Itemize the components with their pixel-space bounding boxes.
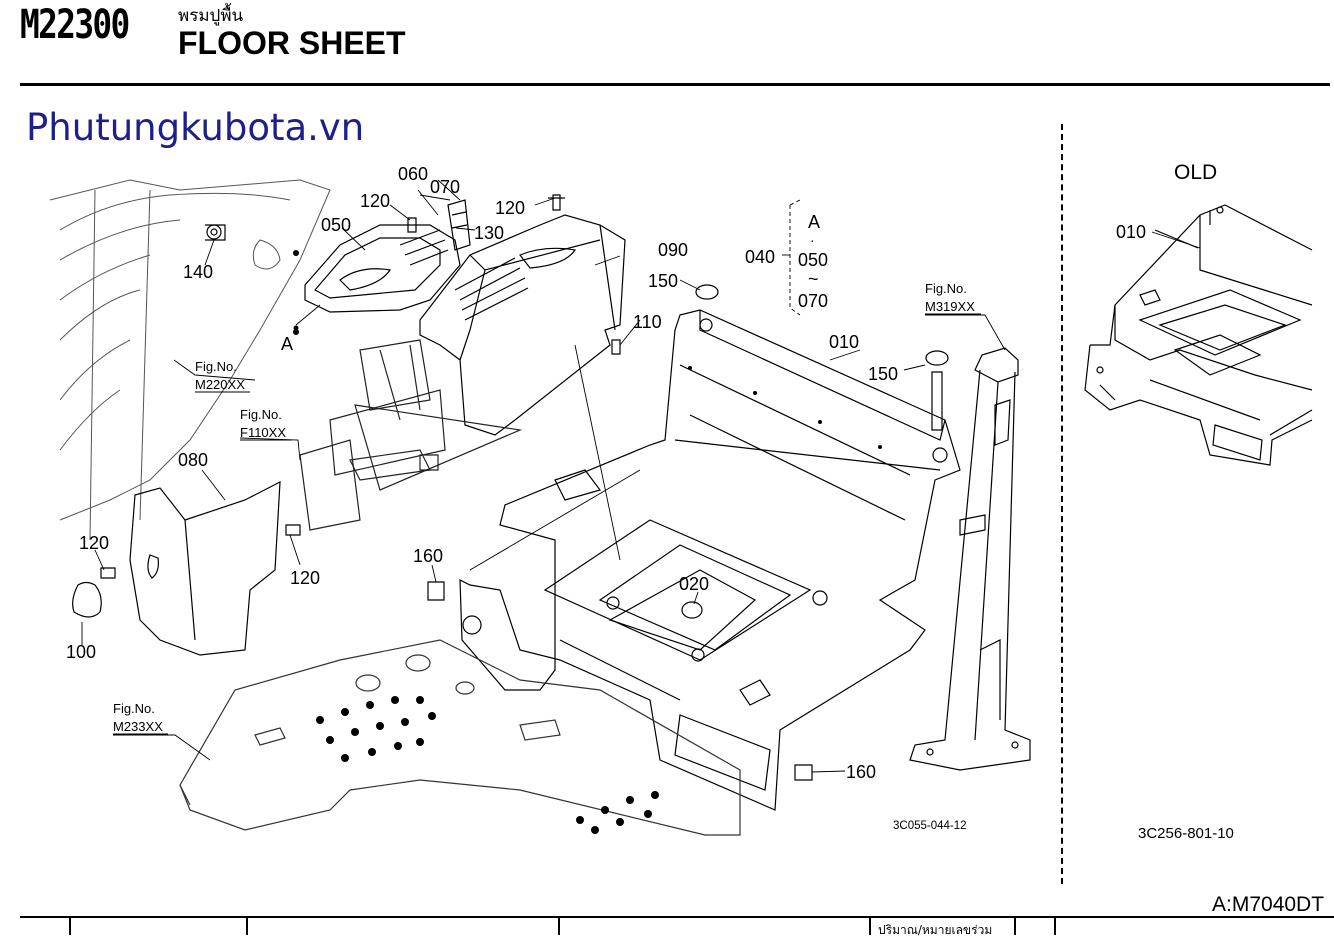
fig-ref-label-2: Fig.No. [240, 407, 282, 422]
drawing-number: 3C055-044-12 [893, 820, 967, 832]
label-020[interactable]: 020 [679, 574, 709, 594]
old-panel-drawing [1084, 204, 1313, 466]
old-panel-title: OLD [1174, 161, 1217, 184]
label-150-left[interactable]: 150 [648, 271, 678, 291]
figure-references: Fig.No. M220XX Fig.No. F110XX Fig.No. M2… [113, 281, 975, 734]
kit-item-070: 070 [798, 291, 828, 311]
console-cover [419, 214, 626, 436]
table-column-divider [69, 918, 71, 935]
kit-item-tilde: ~ [808, 269, 819, 289]
label-070[interactable]: 070 [430, 177, 460, 197]
label-120-left[interactable]: 120 [79, 533, 109, 553]
old-drawing-number: 3C256-801-10 [1138, 825, 1234, 842]
label-060[interactable]: 060 [398, 164, 428, 184]
table-column-divider [1054, 918, 1056, 935]
catalog-code: M22300 [20, 2, 130, 48]
label-010[interactable]: 010 [829, 332, 859, 352]
label-090[interactable]: 090 [658, 240, 688, 260]
table-column-divider [558, 918, 560, 935]
fig-ref-f110xx[interactable]: F110XX [240, 425, 286, 440]
part-labels: 010 020 050 060 070 080 090 100 110 120 … [66, 164, 898, 782]
kit-item-a: A [808, 212, 820, 232]
floor-plate-holes [293, 250, 882, 834]
table-column-divider [1014, 918, 1016, 935]
model-reference: A:M7040DT [1212, 893, 1325, 916]
linkage-brackets [299, 339, 523, 531]
marker-a-dot [293, 325, 299, 331]
label-160-left[interactable]: 160 [413, 546, 443, 566]
fig-ref-m319xx[interactable]: M319XX [925, 299, 975, 314]
bolts [100, 194, 813, 781]
rops-post [909, 347, 1031, 771]
kit-item-050: 050 [798, 250, 828, 270]
table-column-divider [246, 918, 248, 935]
side-cover [129, 480, 281, 656]
fig-ref-label-4: Fig.No. [925, 281, 967, 296]
fig-ref-label-3: Fig.No. [113, 701, 155, 716]
table-header-quantity: ปริมาณ/หมายเลขร่วม [878, 923, 993, 937]
fig-ref-underlines [113, 313, 981, 735]
marker-a: A [281, 334, 293, 354]
label-110[interactable]: 110 [633, 312, 662, 332]
label-140[interactable]: 140 [183, 262, 213, 282]
seat-frame [459, 309, 961, 811]
fender-outline [49, 179, 331, 541]
header-rule [20, 83, 1330, 86]
page-title-thai: พรมปูพื้น [178, 6, 244, 26]
page-title: FLOOR SHEET [178, 25, 406, 61]
label-120-cover[interactable]: 120 [290, 568, 320, 588]
fig-ref-m220xx[interactable]: M220XX [195, 377, 245, 392]
leader-lines [81, 179, 1006, 773]
fig-ref-label-1: Fig.No. [195, 359, 237, 374]
label-120-top[interactable]: 120 [360, 191, 390, 211]
label-080[interactable]: 080 [178, 450, 208, 470]
old-label-010[interactable]: 010 [1116, 222, 1146, 242]
label-100[interactable]: 100 [66, 642, 96, 662]
label-130[interactable]: 130 [474, 223, 504, 243]
label-150-right[interactable]: 150 [868, 364, 898, 384]
site-watermark: Phutungkubota.vn [26, 106, 365, 149]
footer-rule [20, 916, 1334, 918]
floor-plate [179, 639, 741, 836]
label-kit-040[interactable]: 040 [745, 247, 775, 267]
armrest-pad [304, 224, 461, 313]
kit-item-dot: · [810, 232, 815, 248]
fig-ref-m233xx[interactable]: M233XX [113, 719, 163, 734]
old-panel-divider [1061, 124, 1063, 884]
label-120-console[interactable]: 120 [495, 198, 525, 218]
diagram-linework [49, 179, 1313, 836]
label-160-right[interactable]: 160 [846, 762, 876, 782]
label-050[interactable]: 050 [321, 215, 351, 235]
table-column-divider [869, 918, 871, 935]
